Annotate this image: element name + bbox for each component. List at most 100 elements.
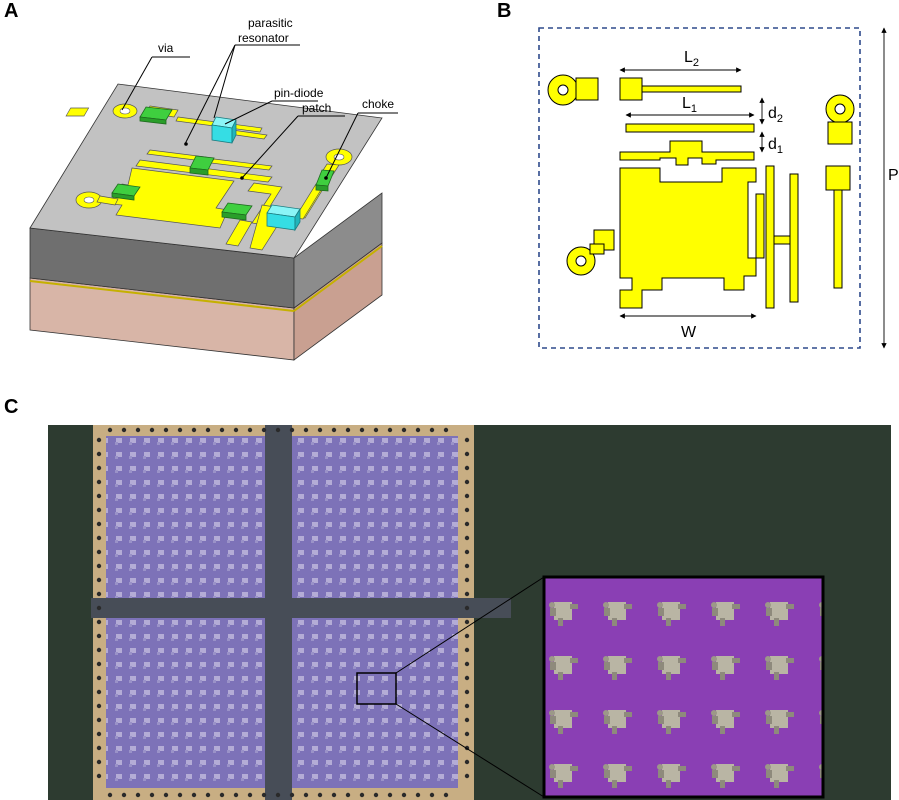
dim-l1: L1 (682, 95, 697, 115)
dim-p: P (888, 167, 899, 184)
frame-hole (464, 549, 470, 555)
frame-hole (464, 577, 470, 583)
callout-pin-diode: pin-diode (274, 86, 324, 100)
frame-hole (331, 427, 337, 433)
metal-pattern-top (547, 74, 855, 309)
callout-choke: choke (362, 97, 394, 111)
frame-hole (464, 773, 470, 779)
frame-hole (464, 563, 470, 569)
frame-hole (464, 437, 470, 443)
zoom-source-box (356, 672, 397, 705)
frame-hole (443, 427, 449, 433)
frame-hole (205, 427, 211, 433)
array-quadrant-tl (106, 436, 265, 598)
array-quadrant-br (292, 618, 458, 788)
callout-patch: patch (302, 101, 331, 115)
frame-hole (219, 792, 225, 798)
frame-hole (177, 792, 183, 798)
frame-hole (261, 427, 267, 433)
frame-hole (401, 427, 407, 433)
frame-hole (464, 675, 470, 681)
frame-hole (275, 427, 281, 433)
callout-via: via (158, 41, 174, 55)
frame-hole (219, 427, 225, 433)
frame-hole (275, 792, 281, 798)
frame-hole (96, 773, 102, 779)
frame-hole (464, 619, 470, 625)
frame-hole (345, 792, 351, 798)
frame-hole (149, 427, 155, 433)
panel-a-label: A (4, 0, 19, 22)
frame-hole (247, 427, 253, 433)
frame-hole (96, 689, 102, 695)
frame-hole (464, 661, 470, 667)
frame-hole (464, 493, 470, 499)
frame-hole (464, 479, 470, 485)
frame-hole (289, 427, 295, 433)
frame-hole (135, 427, 141, 433)
frame-mounting-holes (96, 427, 470, 798)
frame-hole (464, 689, 470, 695)
frame-hole (191, 427, 197, 433)
frame-hole (96, 549, 102, 555)
zoom-line-top (395, 576, 545, 674)
frame-hole (96, 633, 102, 639)
frame-hole (464, 633, 470, 639)
frame-hole (464, 759, 470, 765)
frame-hole (247, 792, 253, 798)
frame-hole (317, 427, 323, 433)
frame-hole (96, 675, 102, 681)
zoom-line-bottom (395, 703, 545, 798)
frame-hole (96, 465, 102, 471)
frame-hole (303, 427, 309, 433)
frame-hole (464, 507, 470, 513)
panel-c-label: C (4, 396, 19, 418)
frame-hole (464, 647, 470, 653)
copper-line-right (293, 245, 383, 312)
substrate-right (293, 192, 383, 309)
dim-w: W (681, 324, 697, 341)
frame-hole (345, 427, 351, 433)
frame-hole (261, 792, 267, 798)
frame-hole (464, 591, 470, 597)
frame-hole (96, 731, 102, 737)
frame-hole (177, 427, 183, 433)
array-quadrant-tr (292, 436, 458, 598)
frame-hole (233, 427, 239, 433)
frame-hole (464, 731, 470, 737)
frame-hole (233, 792, 239, 798)
frame-hole (331, 792, 337, 798)
frame-hole (401, 792, 407, 798)
frame-hole (205, 792, 211, 798)
frame-hole (96, 563, 102, 569)
frame-hole (464, 451, 470, 457)
frame-hole (415, 792, 421, 798)
frame-hole (96, 451, 102, 457)
frame-hole (191, 792, 197, 798)
dimension-arrows (619, 27, 887, 349)
frame-hole (121, 792, 127, 798)
array-quadrant-bl (106, 618, 265, 788)
frame-hole (96, 493, 102, 499)
frame-hole (464, 717, 470, 723)
copper-line-front (29, 280, 295, 312)
frame-hole (163, 427, 169, 433)
frame-hole (96, 759, 102, 765)
frame-hole (96, 437, 102, 443)
frame-hole (96, 661, 102, 667)
frame-hole (373, 792, 379, 798)
frame-hole (289, 792, 295, 798)
frame-hole (96, 479, 102, 485)
frame-hole (96, 605, 102, 611)
frame-hole (96, 521, 102, 527)
frame-hole (387, 427, 393, 433)
frame-hole (303, 792, 309, 798)
frame-hole (96, 745, 102, 751)
unit-cell-boundary (538, 27, 861, 349)
frame-hole (464, 521, 470, 527)
dim-d1: d1 (768, 136, 783, 156)
frame-hole (464, 605, 470, 611)
